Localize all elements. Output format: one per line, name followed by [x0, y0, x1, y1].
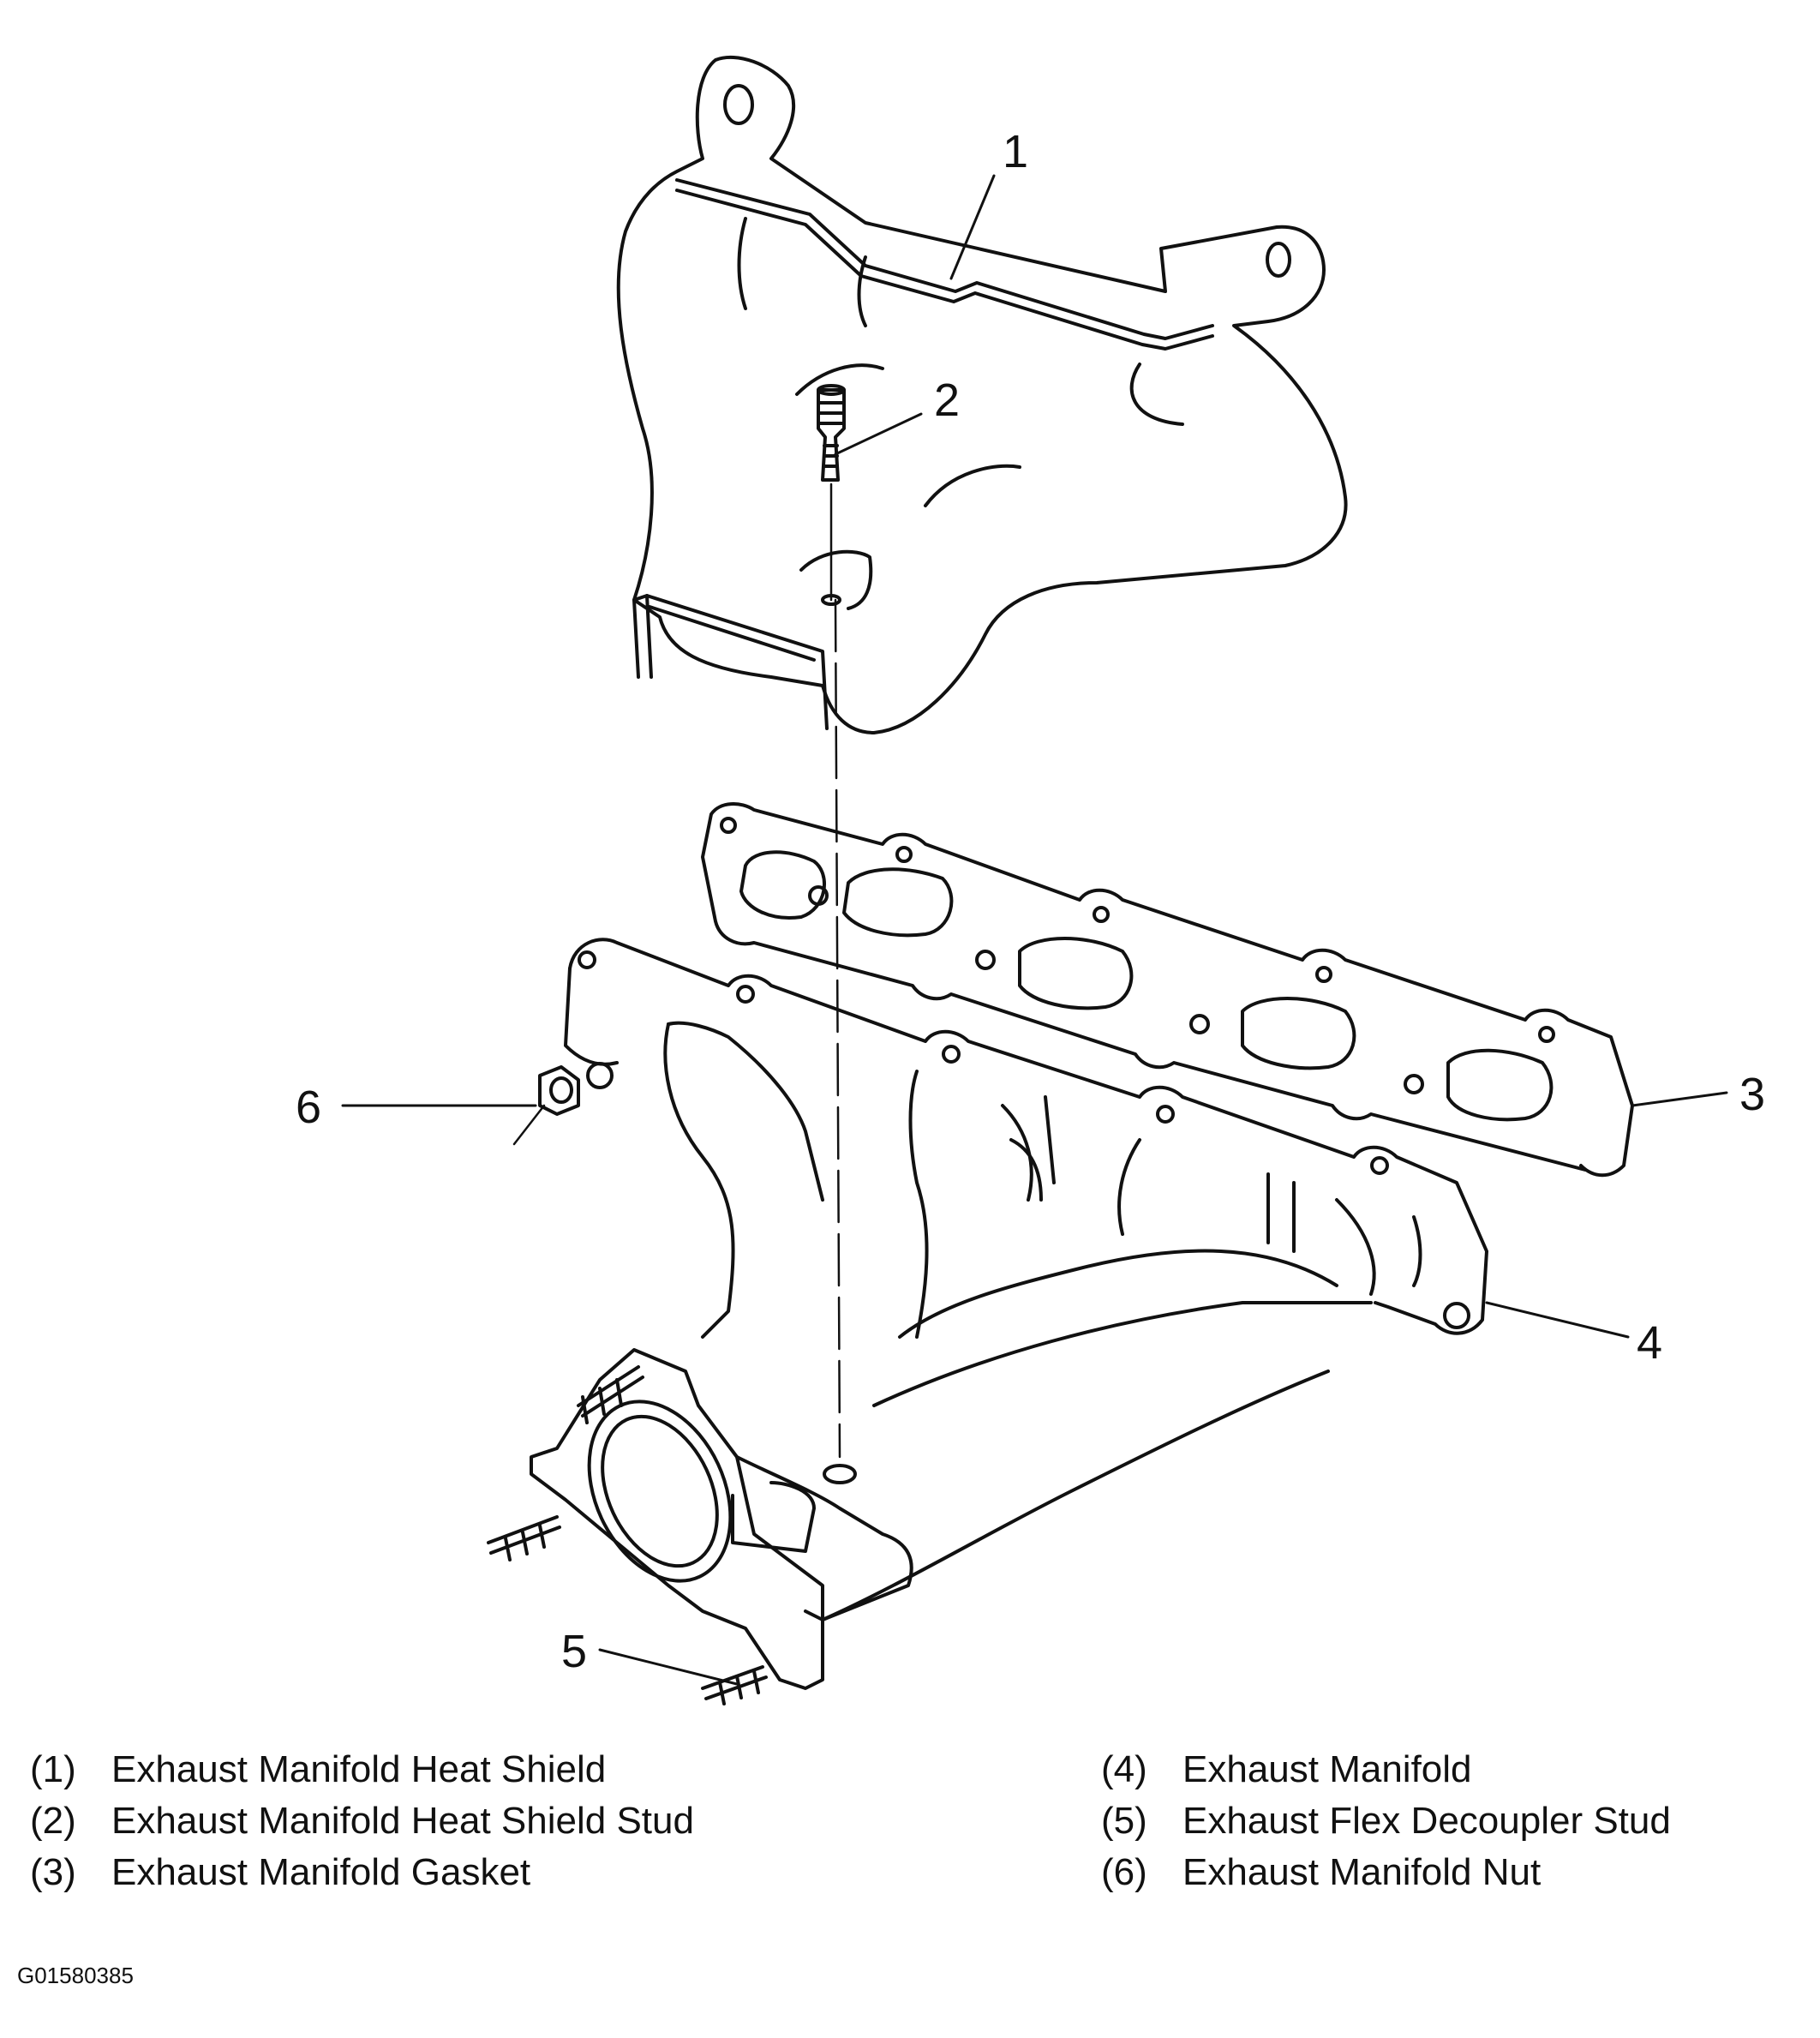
flex-decoupler-studs-part	[487, 1365, 768, 1705]
callout-5: 5	[561, 1626, 587, 1677]
legend-number: (2)	[30, 1800, 76, 1842]
exploded-view-diagram: 1 2 3 4 5 6	[296, 55, 1765, 1705]
legend-item-4: (4) Exhaust Manifold	[1101, 1748, 1472, 1791]
legend-number: (5)	[1101, 1800, 1147, 1842]
manifold-nut-part	[512, 1065, 580, 1146]
legend-number: (6)	[1101, 1851, 1147, 1893]
legend-item-1: (1) Exhaust Manifold Heat Shield	[30, 1748, 606, 1791]
legend-label: Exhaust Manifold Heat Shield	[111, 1748, 607, 1790]
legend-number: (3)	[30, 1851, 76, 1893]
legend-label: Exhaust Flex Decoupler Stud	[1182, 1800, 1671, 1842]
legend-item-5: (5) Exhaust Flex Decoupler Stud	[1101, 1800, 1671, 1843]
legend-label: Exhaust Manifold	[1182, 1748, 1472, 1790]
heat-shield-part	[616, 55, 1348, 734]
legend-label: Exhaust Manifold Gasket	[111, 1851, 531, 1893]
leader-lines	[341, 174, 1728, 1686]
legend-item-6: (6) Exhaust Manifold Nut	[1101, 1851, 1541, 1894]
legend-label: Exhaust Manifold Heat Shield Stud	[111, 1800, 694, 1842]
exhaust-manifold-part	[530, 938, 1488, 1690]
alignment-line	[834, 598, 841, 1459]
legend-label: Exhaust Manifold Nut	[1182, 1851, 1542, 1893]
callout-4: 4	[1637, 1317, 1662, 1369]
legend-item-3: (3) Exhaust Manifold Gasket	[30, 1851, 530, 1894]
heat-shield-stud-part	[817, 384, 846, 606]
callout-3: 3	[1739, 1069, 1765, 1120]
callout-1: 1	[1003, 126, 1028, 177]
legend-item-2: (2) Exhaust Manifold Heat Shield Stud	[30, 1800, 694, 1843]
exhaust-manifold-gasket-part	[701, 802, 1634, 1178]
callout-2: 2	[934, 375, 960, 426]
callout-6: 6	[296, 1082, 321, 1133]
legend-number: (4)	[1101, 1748, 1147, 1790]
figure-id: G01580385	[17, 1963, 134, 1988]
legend-number: (1)	[30, 1748, 76, 1790]
